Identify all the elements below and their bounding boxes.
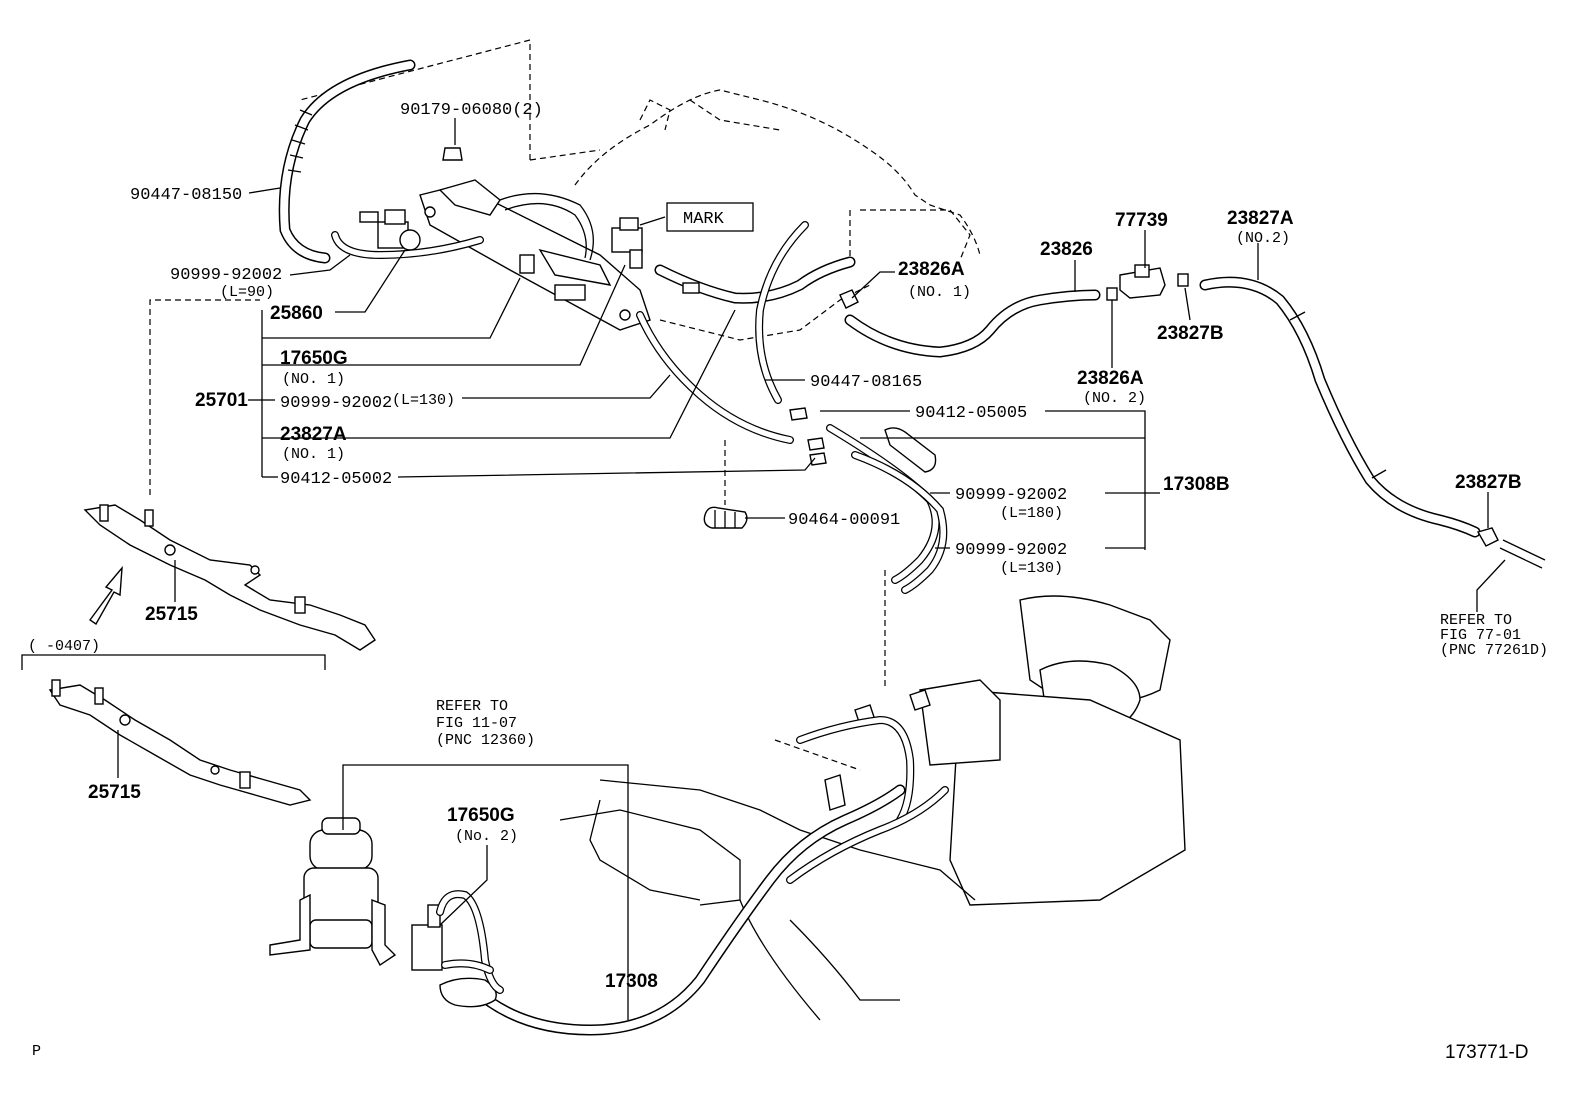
label-25715-lower: 25715	[88, 782, 141, 803]
label-refer-11-2: FIG 11-07	[436, 715, 517, 732]
label-no1-c: (NO. 1)	[908, 284, 971, 301]
label-no2-a: (NO.2)	[1236, 230, 1290, 247]
label-23827b-right: 23827B	[1455, 472, 1522, 493]
range-box	[21, 654, 326, 670]
label-no1-a: (NO. 1)	[282, 371, 345, 388]
vsv-bracket-assembly	[419, 179, 651, 331]
label-90447-08165: 90447-08165	[810, 373, 922, 392]
connector-90412-05005-part	[789, 407, 937, 473]
hose-23826	[839, 289, 1101, 358]
hose-23827a-no1	[654, 256, 856, 304]
hose-90999-l130	[636, 311, 794, 444]
label-17308: 17308	[605, 971, 658, 992]
vsv-25860-part	[359, 209, 421, 251]
label-23826a-no2: 23826A	[1077, 368, 1144, 389]
label-23827b-top: 23827B	[1157, 323, 1224, 344]
label-23827a-no1: 23827A	[280, 424, 347, 445]
label-90999-l90: 90999-92002	[170, 266, 282, 285]
engine-mount-part	[269, 817, 397, 967]
label-25715-upper: 25715	[145, 604, 198, 625]
label-90412-05002: 90412-05002	[280, 470, 392, 489]
label-mark: MARK	[683, 210, 725, 229]
vsv-17650g-no1-part	[611, 217, 643, 269]
label-range-0407: ( -0407)	[28, 638, 100, 655]
label-l90: (L=90)	[220, 284, 274, 301]
hose-23827a-no2	[1199, 276, 1481, 538]
label-l130b: (L=130)	[1000, 560, 1063, 577]
label-90999-l180: 90999-92002	[955, 486, 1067, 505]
label-refer-11-3: (PNC 12360)	[436, 732, 535, 749]
label-no1-b: (NO. 1)	[282, 446, 345, 463]
hose-17308-lower	[469, 715, 949, 1036]
label-17308b: 17308B	[1163, 474, 1230, 495]
bracket-25715-lower-part	[48, 679, 312, 806]
label-77739: 77739	[1115, 210, 1168, 231]
bracket-25715-upper-part	[83, 299, 376, 651]
hose-90447-08150	[278, 59, 416, 264]
clamp-90464-part	[703, 440, 748, 529]
mark-box	[666, 202, 754, 232]
clamp-23827b-right-part	[1476, 527, 1546, 569]
arrow-icon	[89, 565, 123, 626]
label-l130: (L=130)	[392, 392, 455, 409]
label-l180: (L=180)	[1000, 505, 1063, 522]
label-17650g-no2: 17650G	[447, 805, 515, 826]
bolt-90179-part	[442, 147, 463, 161]
label-no2-c: (No. 2)	[455, 828, 518, 845]
label-90447-08150: 90447-08150	[130, 186, 242, 205]
label-25860: 25860	[270, 303, 323, 324]
label-refer-77-3: (PNC 77261D)	[1440, 642, 1548, 659]
label-no2-b: (NO. 2)	[1083, 390, 1146, 407]
hoses-17308b	[826, 424, 948, 594]
hose-90999-l90	[331, 231, 484, 260]
label-25701: 25701	[195, 390, 248, 411]
label-90999-l130b: 90999-92002	[955, 541, 1067, 560]
label-figure-id: 173771-D	[1445, 1042, 1528, 1063]
hose-90447-08165	[755, 221, 809, 404]
label-17650g-no1: 17650G	[280, 348, 348, 369]
vsv-17650g-no2-part	[411, 890, 504, 1008]
label-refer-77-1: REFER TO	[1440, 612, 1512, 629]
label-23827a-no2: 23827A	[1227, 208, 1294, 229]
label-90999-l130: 90999-92002	[280, 394, 392, 413]
label-refer-11-1: REFER TO	[436, 698, 508, 715]
label-90179-06080: 90179-06080(2)	[400, 101, 543, 120]
label-23826: 23826	[1040, 239, 1093, 260]
part-labels: 90179-06080(2) 90447-08150 MARK 90999-92…	[28, 101, 1548, 1063]
valve-77739-part	[1106, 264, 1189, 301]
engine-lower-outline	[559, 570, 1186, 1021]
label-90464-00091: 90464-00091	[788, 511, 900, 530]
leader-lines	[117, 118, 1506, 1020]
label-corner-p: P	[32, 1043, 41, 1060]
label-23826a-no1: 23826A	[898, 259, 965, 280]
label-refer-77-2: FIG 77-01	[1440, 627, 1521, 644]
label-90412-05005: 90412-05005	[915, 404, 1027, 423]
